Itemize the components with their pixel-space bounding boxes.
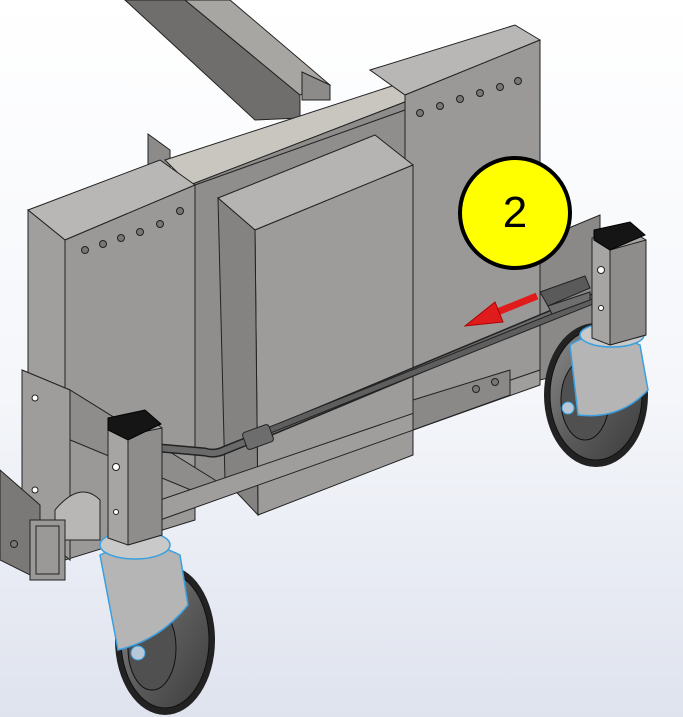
step-number: 2 — [502, 188, 528, 237]
direction-arrow — [463, 292, 539, 327]
frame-tube — [124, 0, 331, 171]
left-frame-bracket — [0, 369, 101, 581]
step-callout-badge: 2 — [458, 156, 572, 270]
right-caster — [544, 221, 649, 467]
right-caster-cap — [593, 221, 646, 251]
pull-rod — [155, 275, 595, 458]
left-caster — [99, 409, 215, 715]
left-caster-cap — [107, 409, 162, 441]
